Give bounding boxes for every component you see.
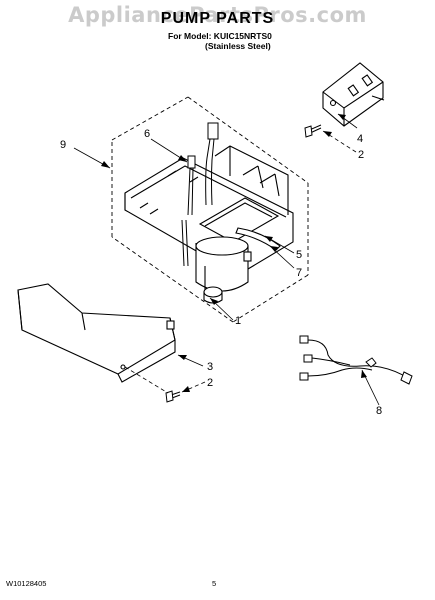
wire-harness-lower <box>299 335 413 385</box>
callout-2-lower: 2 <box>207 377 213 389</box>
callout-1: 1 <box>235 315 241 327</box>
callout-7: 7 <box>296 267 302 279</box>
document-number: W10128405 <box>6 579 47 588</box>
leader-arrowheads <box>101 114 367 392</box>
watermark: AppliancePartsPros.com <box>68 3 367 27</box>
page-number: 5 <box>212 579 217 588</box>
model-line: For Model: KUIC15NRTS0 <box>168 31 272 41</box>
callout-5: 5 <box>296 249 302 261</box>
screw-upper <box>304 124 322 138</box>
variant-line: (Stainless Steel) <box>205 41 271 51</box>
screw-lower <box>165 390 181 403</box>
wire-harness-upper <box>181 122 219 267</box>
callout-9: 9 <box>60 139 66 151</box>
page-title: PUMP PARTS <box>160 10 275 27</box>
mounting-bracket <box>322 62 385 127</box>
callout-8: 8 <box>376 405 382 417</box>
callout-3: 3 <box>207 361 213 373</box>
callout-6: 6 <box>144 128 150 140</box>
assembly-bounding-box <box>111 96 309 323</box>
callout-2-upper: 2 <box>358 149 364 161</box>
cover-panel <box>17 283 176 383</box>
callout-4: 4 <box>357 133 363 145</box>
pump-motor <box>195 236 252 304</box>
